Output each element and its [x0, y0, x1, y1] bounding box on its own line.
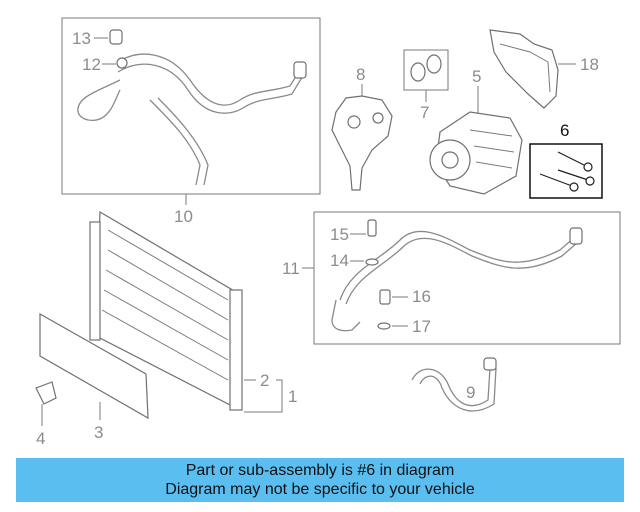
- part-4-bracket: [35, 381, 57, 405]
- hose-end-fitting: [293, 61, 307, 79]
- bolts-part-6: 6: [529, 121, 603, 199]
- shield-edge: [499, 43, 551, 93]
- group-11-frame: [313, 211, 621, 345]
- part-17-oring: [377, 322, 391, 330]
- bolt-a-head: [583, 162, 593, 172]
- banner-line-1: Part or sub-assembly is #6 in diagram: [185, 462, 455, 479]
- bolt-b-head: [585, 176, 595, 186]
- condenser-left-tank: [89, 221, 101, 341]
- hose-lower-line: [117, 63, 305, 114]
- hose-down-branch-a: [149, 99, 201, 186]
- compressor-hub: [441, 151, 459, 169]
- cap-b: [426, 54, 442, 74]
- callout-14: 14: [330, 251, 349, 270]
- hose-9-upper: [411, 367, 491, 407]
- bracket-hole-b: [372, 112, 384, 124]
- line-bend: [331, 299, 361, 332]
- compressor-part-5: 5: [429, 67, 523, 195]
- compressor-rib-b: [473, 145, 515, 153]
- callout-13: 13: [72, 29, 91, 48]
- hose-assembly-group-10: 13 12 10: [61, 17, 321, 226]
- hose-bend-left: [77, 79, 121, 122]
- bracket-hole-a: [347, 115, 361, 129]
- callout-5: 5: [472, 67, 481, 86]
- line-assembly-group-11: 15 14 16 17 11: [282, 211, 621, 345]
- compressor-rib-c: [475, 161, 513, 169]
- condenser-fin-1: [107, 229, 229, 301]
- callout-4: 4: [36, 429, 45, 448]
- callout-11: 11: [282, 259, 300, 278]
- callout-15: 15: [330, 225, 349, 244]
- part-12-oring: [116, 57, 128, 69]
- caps-part-7: 7: [403, 49, 449, 122]
- callout-17: 17: [412, 317, 431, 336]
- part-13-cap: [109, 29, 123, 45]
- leader-1: [244, 379, 283, 413]
- bolt-c-head: [569, 182, 579, 192]
- compressor-rib-a: [469, 129, 513, 137]
- condenser-side-tank: [229, 289, 243, 411]
- bolt-c-shank: [539, 173, 573, 187]
- part-6-frame: [529, 143, 603, 199]
- hose-down-branch-b: [157, 97, 209, 186]
- info-banner: Part or sub-assembly is #6 in diagram Di…: [16, 458, 624, 502]
- condenser-fin-3: [105, 269, 229, 341]
- condenser-assembly: 2 1 3 4: [35, 210, 297, 448]
- bolt-b-shank: [557, 169, 589, 181]
- condenser-fin-2: [107, 249, 229, 321]
- hose-upper-line: [117, 53, 301, 106]
- callout-12: 12: [82, 55, 101, 74]
- callout-18: 18: [580, 55, 599, 74]
- bolt-a-shank: [557, 151, 587, 167]
- callout-6: 6: [560, 121, 569, 140]
- banner-line-2: Diagram may not be specific to your vehi…: [165, 481, 475, 498]
- callout-1: 1: [288, 387, 297, 406]
- condenser-fin-5: [101, 309, 229, 381]
- part-15-sensor: [367, 219, 377, 237]
- callout-3: 3: [94, 423, 103, 442]
- hose-part-9: 9: [411, 357, 497, 412]
- part-16-switch: [379, 289, 391, 305]
- hose-9-fitting: [483, 357, 497, 371]
- line-upper: [339, 230, 577, 301]
- condenser-fin-4: [103, 289, 229, 361]
- shield-part-18: 18: [489, 29, 599, 109]
- shield-body: [489, 29, 559, 109]
- bracket-body: [331, 95, 393, 191]
- parts-diagram: 13 12 10 8 7 5 18: [35, 17, 621, 448]
- part-3-seal-panel: [39, 312, 149, 420]
- line-end-fitting: [569, 227, 583, 245]
- line-lower: [345, 237, 579, 305]
- callout-16: 16: [412, 287, 431, 306]
- callout-10: 10: [174, 207, 193, 226]
- callout-9: 9: [466, 383, 475, 402]
- callout-7: 7: [420, 103, 429, 122]
- callout-8: 8: [356, 65, 365, 84]
- group-10-frame: [61, 17, 321, 195]
- hose-9-lower: [419, 367, 497, 412]
- callout-2: 2: [260, 371, 269, 390]
- bracket-part-8: 8: [331, 65, 393, 191]
- cap-a: [410, 62, 426, 82]
- part-14-oring: [365, 258, 379, 266]
